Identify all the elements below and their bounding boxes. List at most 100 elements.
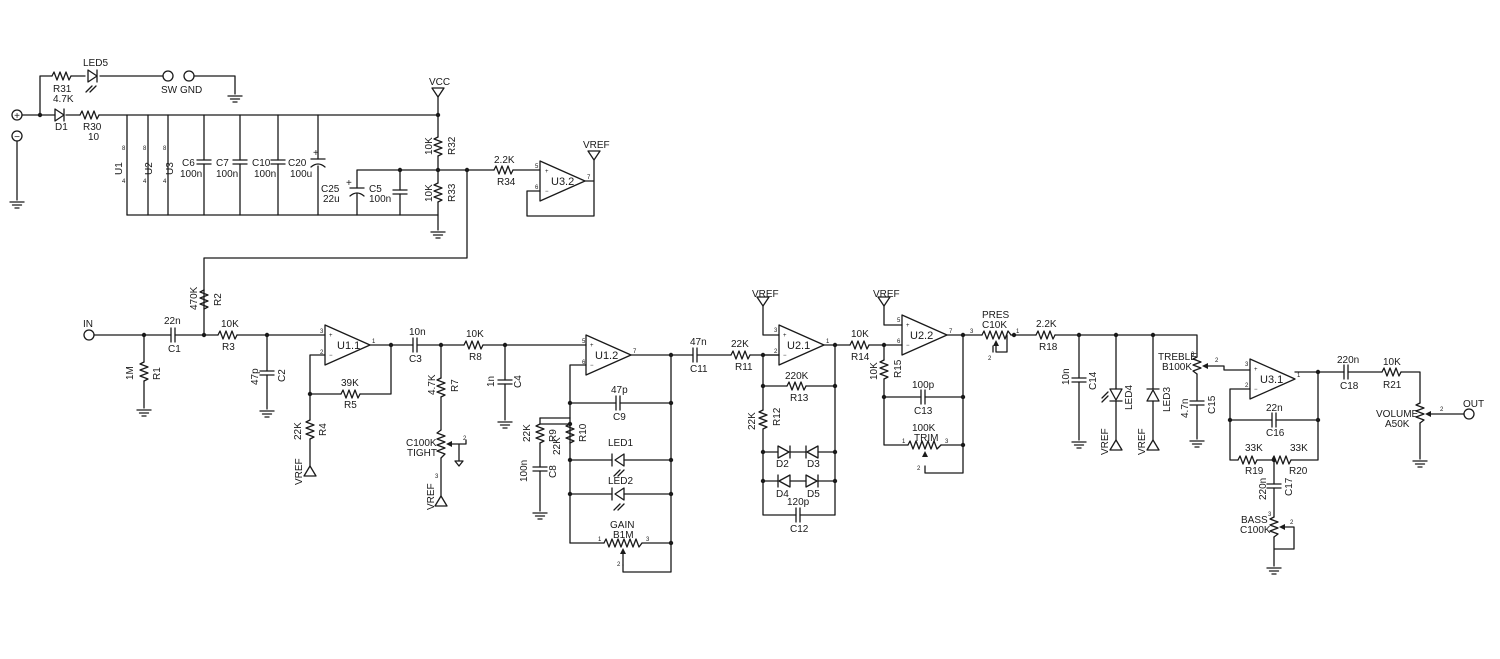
potentiometer-pres [981,330,1037,353]
r33-value: 10K [424,184,435,202]
treble-pin2: 2 [1215,358,1219,364]
potentiometer-tight [436,429,467,467]
u3-1-pin2: 2 [1245,383,1249,389]
r14-ref: R14 [851,352,870,363]
opamp-u1-2: +− [585,334,632,376]
bass-pin3: 3 [1268,512,1272,518]
r5-ref: R5 [344,400,357,411]
c9-ref: C9 [613,412,626,423]
u3-1-ref: U3.1 [1260,374,1283,386]
pres-pin1: 1 [1016,329,1020,335]
capacitor-c6 [196,159,212,165]
c9-value: 47p [611,385,628,396]
vcc-symbol [431,87,445,98]
c10-value: 100n [254,169,276,180]
vref-label-u2-1: VREF [752,289,779,300]
u2-1-ref: U2.1 [787,340,810,352]
r20-value: 33K [1290,443,1308,454]
r11-ref: R11 [735,362,753,373]
diode-d1 [54,108,65,122]
pres-value: C10K [982,320,1007,331]
gain-stage: +− U1.2 5 6 7 47p C9 22K R9 22K R10 100n… [519,334,732,573]
svg-text:+: + [545,169,549,175]
r32-ref: R32 [447,136,458,155]
trim-name: TRIM [914,433,938,444]
u2-2-pin6: 6 [897,339,901,345]
r34-value: 2.2K [494,155,515,166]
u3-2-pin7: 7 [587,175,591,181]
capacitor-c11 [692,347,698,363]
u3-1-pin3: 3 [1245,362,1249,368]
opamp-u2-2: +− [901,314,948,356]
c3-value: 10n [409,327,426,338]
opamp-u3-1: +− [1249,358,1296,400]
tight-pin3: 3 [435,474,439,480]
r18-ref: R18 [1039,342,1058,353]
potentiometer-gain [569,538,672,566]
svg-text:−: − [590,363,594,369]
r34-ref: R34 [497,177,516,188]
u1-2-pin6: 6 [582,360,586,366]
capacitor-c12 [795,507,801,523]
u1-pin8: 8 [122,146,126,152]
c18-value: 220n [1337,355,1359,366]
resistor-r19 [1237,455,1258,465]
input-jack [83,329,95,341]
c6-value: 100n [180,169,202,180]
r15-value: 10K [869,362,880,380]
resistor-r3 [217,330,238,340]
r20-ref: R20 [1289,466,1308,477]
c4-ref: C4 [513,375,524,388]
vref-symbol-r4 [303,465,317,477]
u2-pin4: 4 [143,179,147,185]
u1-1-pin3: 3 [320,329,324,335]
r1-ref: R1 [152,367,163,380]
c1-ref: C1 [168,344,181,355]
u1-pin4: 4 [122,179,126,185]
r11-value: 22K [731,339,749,350]
c13-ref: C13 [914,406,933,417]
svg-text:−: − [906,343,910,349]
resistor-r21 [1381,367,1402,377]
c15-value: 4.7n [1180,399,1191,418]
capacitor-c9 [615,395,621,411]
r10-ref: R10 [578,423,589,442]
r33-ref: R33 [447,183,458,202]
treble-name: TREBLE [1158,352,1197,363]
resistor-r14 [849,340,870,350]
vref-label-u2-2: VREF [873,289,900,300]
c4-value: 1n [486,376,497,387]
potentiometer-volume [1415,402,1465,460]
r13-ref: R13 [790,393,809,404]
capacitor-c3 [412,337,418,353]
gnd-label: GND [180,85,202,96]
c25-value: 22u [323,194,340,205]
c16-ref: C16 [1266,428,1285,439]
gain-pin3: 3 [646,537,650,543]
c15-ref: C15 [1207,395,1218,414]
capacitor-c18 [1343,364,1349,380]
r7-ref: R7 [450,379,461,392]
led5-ref: LED5 [83,58,108,69]
capacitor-c5 [392,189,408,195]
capacitor-c20: + [310,148,326,168]
u3-pin4: 4 [163,179,167,185]
r4-ref: R4 [318,423,329,436]
volume-pin2: 2 [1440,407,1444,413]
power-supply-section: + − R31 4.7K LED5 SW GND D1 R30 10 U1 U2… [9,58,610,291]
r1-value: 1M [125,366,136,380]
r8-value: 10K [466,329,484,340]
d1-ref: D1 [55,122,68,133]
resistor-r32 [433,136,443,157]
vref-symbol-u2-1 [756,296,770,307]
pres-pin2: 2 [988,356,992,362]
resistor-r12 [758,409,768,430]
svg-text:−: − [329,353,333,359]
potentiometer-trim [907,440,942,457]
vref-label-led3: VREF [1137,428,1148,455]
capacitor-c10 [270,159,286,165]
c12-ref: C12 [790,524,809,535]
c17-value: 220n [1258,478,1269,500]
tight-pin2: 2 [463,436,467,442]
c8-value: 100n [519,460,530,482]
